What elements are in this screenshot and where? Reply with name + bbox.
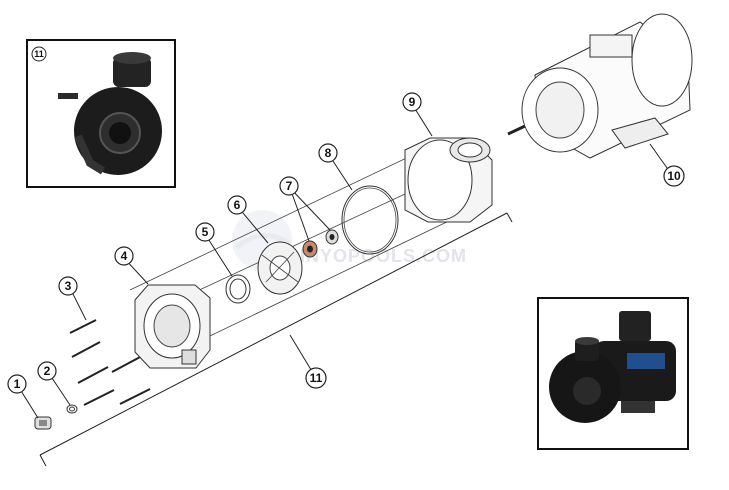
- callout-3: 3: [58, 276, 78, 296]
- part-9-rear-housing: [404, 137, 493, 223]
- wet-end-photo: 11: [31, 46, 162, 175]
- svg-text:1: 1: [14, 377, 21, 391]
- callout-5: 5: [195, 222, 215, 242]
- watermark: INYOPOOLS.COM: [232, 210, 467, 270]
- callout-11: 11: [305, 367, 327, 389]
- part-5-shaft-seal: [225, 274, 251, 304]
- svg-text:6: 6: [234, 198, 241, 212]
- part-8-housing-oring: [341, 185, 399, 255]
- callout-8: 8: [318, 143, 338, 163]
- svg-text:2: 2: [44, 364, 51, 378]
- watermark-text: INYOPOOLS.COM: [300, 246, 467, 266]
- callout-1: 1: [7, 374, 27, 394]
- callout-6: 6: [227, 195, 247, 215]
- part-10-motor: [507, 13, 693, 159]
- inset-complete-pump: [537, 297, 689, 450]
- callout-2: 2: [37, 361, 57, 381]
- svg-text:4: 4: [121, 249, 128, 263]
- svg-text:8: 8: [325, 146, 332, 160]
- callout-9: 9: [402, 92, 422, 112]
- part-3-screws: [69, 319, 151, 406]
- callout-11-inset: 11: [34, 49, 44, 59]
- callout-4: 4: [114, 246, 134, 266]
- part-2-drain-oring: [66, 404, 78, 414]
- part-4-front-housing: [134, 284, 211, 369]
- callout-7: 7: [279, 176, 299, 196]
- part-1-drain-plug: [34, 416, 52, 430]
- complete-pump-photo: [549, 311, 676, 423]
- svg-text:10: 10: [667, 169, 681, 183]
- part-7-seal-assembly: [302, 229, 339, 258]
- inset-wet-end: 11: [26, 39, 176, 188]
- svg-text:11: 11: [310, 371, 323, 385]
- svg-text:3: 3: [65, 279, 72, 293]
- part-6-impeller: [257, 241, 303, 295]
- svg-text:9: 9: [409, 95, 416, 109]
- assembly-bracket: [39, 212, 513, 467]
- svg-text:7: 7: [286, 179, 293, 193]
- svg-text:5: 5: [202, 225, 209, 239]
- callout-10: 10: [663, 165, 685, 187]
